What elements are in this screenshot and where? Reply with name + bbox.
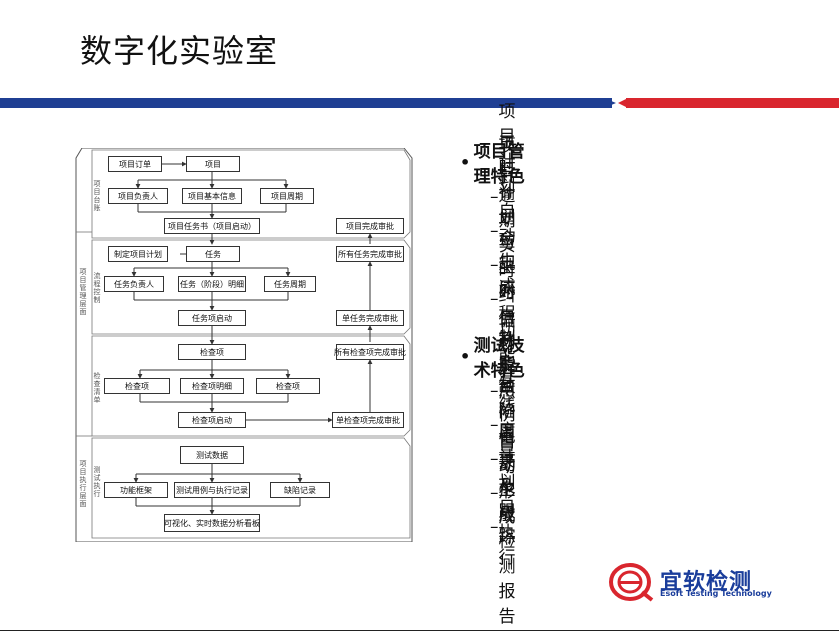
feature-item-text: 自动形成检测报告	[498, 432, 516, 627]
header-stripe-arrow-red	[618, 98, 628, 108]
feature-item-text: 周计划日执行	[498, 423, 516, 568]
feature-item: –项目计划自动生成	[460, 102, 527, 297]
dash-icon: –	[490, 449, 499, 469]
dash-icon: –	[490, 221, 499, 241]
feature-item: –合规流程制定	[460, 229, 527, 374]
node-project-task-book: 项目任务书（项目启动）	[164, 218, 260, 234]
flowchart-frame	[75, 148, 413, 542]
feature-heading-text: 测试技术特色	[473, 336, 525, 381]
feature-heading: • 项目管理特色	[460, 142, 527, 187]
feature-group-project-management: • 项目管理特色 –项目计划自动生成 –项目逾期实时纠偏 –工时计划与工时自动汇…	[460, 102, 527, 403]
node-project-basic-info: 项目基本信息	[182, 188, 242, 204]
node-test-data: 测试数据	[180, 446, 244, 464]
dash-icon: –	[490, 187, 499, 207]
feature-item-text: 缺陷记录及跟踪	[498, 376, 516, 547]
node-check-item-detail: 检查项明细	[180, 378, 244, 394]
node-project-owner: 项目负责人	[108, 188, 168, 204]
flowchart: 项目台账 项目管理层面 流程控制 检查清单 项目执行层面 测试执行 项目订单 项…	[74, 148, 414, 542]
bullet-icon: •	[460, 152, 471, 172]
dash-icon: –	[490, 255, 499, 275]
feature-heading-text: 项目管理特色	[473, 142, 525, 187]
label-project-management-level: 项目管理层面	[79, 268, 87, 316]
node-project: 项目	[186, 156, 240, 172]
dash-icon: –	[490, 517, 499, 537]
feature-item-text: 合规流程制定	[498, 229, 516, 374]
node-function-framework: 功能框架	[104, 482, 168, 498]
node-task-item-start: 任务项启动	[178, 310, 246, 326]
feature-item: –周计划日执行	[460, 423, 527, 568]
logo-text-en: Esoft Testing Technology	[660, 589, 772, 598]
feature-item: –缺陷记录及跟踪	[460, 377, 527, 547]
company-logo: 宜软检测 Esoft Testing Technology	[608, 562, 778, 602]
node-defect-record: 缺陷记录	[270, 482, 330, 498]
node-project-cycle: 项目周期	[260, 188, 314, 204]
node-all-checks-complete-approval: 所有检查项完成审批	[334, 344, 406, 360]
node-task: 任务	[186, 246, 240, 262]
node-check-item-start: 检查项启动	[178, 412, 246, 428]
node-project-order: 项目订单	[108, 156, 162, 172]
dash-icon: –	[490, 483, 499, 503]
node-check-item: 检查项	[178, 344, 246, 360]
feature-item: –自动形成检测报告	[460, 432, 527, 627]
slide-title: 数字化实验室	[80, 32, 279, 70]
dash-icon: –	[490, 415, 499, 435]
label-process-control: 流程控制	[93, 272, 101, 304]
label-project-ledger: 项目台账	[93, 180, 101, 212]
header-stripe-blue	[0, 98, 612, 108]
node-project-complete-approval: 项目完成审批	[336, 218, 404, 234]
node-task-cycle: 任务周期	[264, 276, 316, 292]
dash-icon: –	[490, 381, 499, 401]
e-logo-icon	[609, 563, 654, 602]
label-project-execution-level: 项目执行层面	[79, 460, 87, 508]
feature-item-text: 功能用例自动生成	[498, 330, 516, 525]
feature-item: –项目逾期实时纠偏	[460, 136, 527, 331]
node-visual-dashboard: 可视化、实时数据分析看板	[164, 514, 260, 532]
bullet-icon: •	[460, 346, 471, 366]
node-all-tasks-complete-approval: 所有任务完成审批	[336, 246, 404, 262]
node-check-item-left: 检查项	[104, 378, 170, 394]
header-stripe-red	[626, 98, 839, 108]
feature-item-text: 功能基线度量	[498, 321, 516, 466]
logo-text-cn: 宜软检测	[660, 570, 753, 595]
node-make-project-plan: 制定项目计划	[108, 246, 168, 262]
footer-line	[0, 630, 839, 631]
node-check-item-right: 检查项	[256, 378, 320, 394]
feature-group-test-technology: • 测试技术特色 –功能基线度量 –功能用例自动生成 –缺陷记录及跟踪 –周计划…	[460, 321, 527, 627]
feature-item: –工时计划与工时自动汇总	[460, 133, 527, 403]
feature-item-text: 项目逾期实时纠偏	[498, 136, 516, 331]
node-test-case-execution: 测试用例与执行记录	[174, 482, 250, 498]
feature-item-text: 项目计划自动生成	[498, 102, 516, 297]
feature-item: –功能基线度量	[460, 321, 527, 466]
feature-heading: • 测试技术特色	[460, 336, 527, 381]
feature-item-text: 工时计划与工时自动汇总	[498, 132, 516, 403]
feature-item: –功能用例自动生成	[460, 330, 527, 525]
header-stripe-arrow	[604, 98, 616, 108]
label-test-execution: 测试执行	[93, 466, 101, 498]
label-checklist: 检查清单	[93, 372, 101, 404]
dash-icon: –	[490, 289, 499, 309]
node-single-check-complete-approval: 单检查项完成审批	[332, 412, 404, 428]
node-single-task-complete-approval: 单任务完成审批	[336, 310, 404, 326]
node-task-stage-detail: 任务（阶段）明细	[178, 276, 246, 292]
node-task-owner: 任务负责人	[104, 276, 164, 292]
